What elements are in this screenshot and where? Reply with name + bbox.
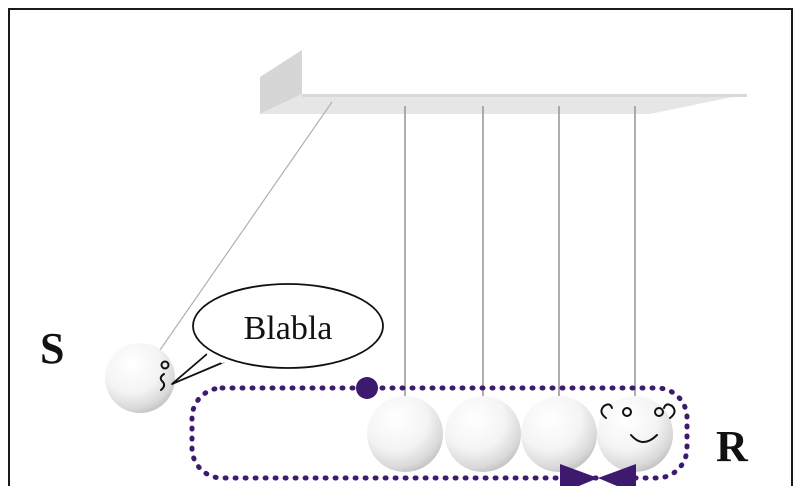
pendulum-strings xyxy=(159,101,636,404)
ball-4-receiver xyxy=(597,396,673,472)
ball-1 xyxy=(367,396,443,472)
receiver-face-icon xyxy=(600,403,676,443)
diagram-frame: Blabla S R xyxy=(8,8,793,486)
speech-bubble: Blabla xyxy=(171,283,384,385)
group-outline-anchor-dot xyxy=(356,377,378,399)
speech-bubble-text: Blabla xyxy=(244,310,333,347)
newtons-cradle-diagram: Blabla S R xyxy=(40,50,749,486)
receiver-label: R xyxy=(716,422,749,471)
ball-2 xyxy=(445,396,521,472)
sender-string xyxy=(159,101,333,351)
receiver-group-outline xyxy=(189,385,690,481)
ball-3 xyxy=(521,396,597,472)
sender-face-icon xyxy=(159,360,170,391)
sender-ball xyxy=(105,343,175,413)
sender-label: S xyxy=(40,324,64,373)
support-bar xyxy=(260,50,747,114)
bowtie-icon xyxy=(560,464,636,486)
cradle-balls xyxy=(367,396,673,472)
